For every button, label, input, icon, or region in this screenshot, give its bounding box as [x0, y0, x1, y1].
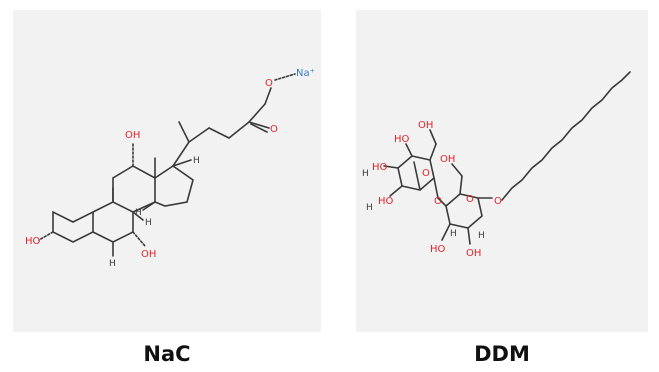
- ddm-ring2-ch2oh: OH: [440, 154, 455, 165]
- ddm-ring2-hydroxyl-a: HO: [430, 244, 446, 255]
- ddm-glycosidic-oxygen: O: [434, 196, 442, 207]
- nac-3-hydroxyl: HO: [25, 236, 41, 247]
- nac-7-hydroxyl: OH: [141, 249, 156, 260]
- nac-12-hydroxyl: OH: [125, 130, 140, 141]
- nac-carbonyl-oxygen: O: [270, 124, 278, 135]
- ddm-h-2: H: [366, 203, 373, 213]
- structure-panel-nac: HO OH OH O O Na⁺ H H H H: [13, 10, 321, 332]
- nac-carboxylate-oxygen: O: [265, 78, 273, 89]
- caption-nac: NaC: [143, 342, 191, 366]
- ddm-ring1-hydroxyl-c: HO: [394, 134, 410, 145]
- nac-h-14: H: [135, 208, 142, 218]
- ddm-atom-labels: HO HO HO OH O O OH O HO OH O H H H H: [362, 120, 502, 259]
- nac-h-5: H: [109, 259, 116, 269]
- nac-sodium-ion: Na⁺: [296, 68, 315, 79]
- ddm-ring2-oxygen: O: [466, 194, 474, 205]
- ddm-structure-drawing: HO HO HO OH O O OH O HO OH O H H H H: [362, 71, 631, 259]
- ddm-ring1-hydroxyl-b: HO: [378, 196, 394, 207]
- ddm-bonds: [383, 71, 631, 245]
- structure-panel-ddm: HO HO HO OH O O OH O HO OH O H H H H: [356, 10, 648, 332]
- ddm-ring1-ch2oh: OH: [418, 120, 433, 131]
- caption-ddm: DDM: [474, 342, 530, 366]
- nac-structure-drawing: HO OH OH O O Na⁺ H H H H: [25, 68, 315, 269]
- ddm-ring2-hydroxyl-b: OH: [466, 248, 481, 259]
- ddm-h-4: H: [478, 231, 485, 241]
- ddm-h-3: H: [450, 229, 457, 239]
- nac-bonds: [38, 73, 296, 257]
- ddm-anomeric-oxygen: O: [494, 196, 502, 207]
- nac-atom-labels: HO OH OH O O Na⁺ H H H H: [25, 68, 315, 269]
- ddm-h-1: H: [362, 169, 369, 179]
- ddm-ring1-hydroxyl-a: HO: [372, 162, 388, 173]
- ddm-ring1-oxygen: O: [422, 168, 430, 179]
- nac-h-17: H: [193, 156, 200, 166]
- nac-h-8: H: [145, 218, 152, 228]
